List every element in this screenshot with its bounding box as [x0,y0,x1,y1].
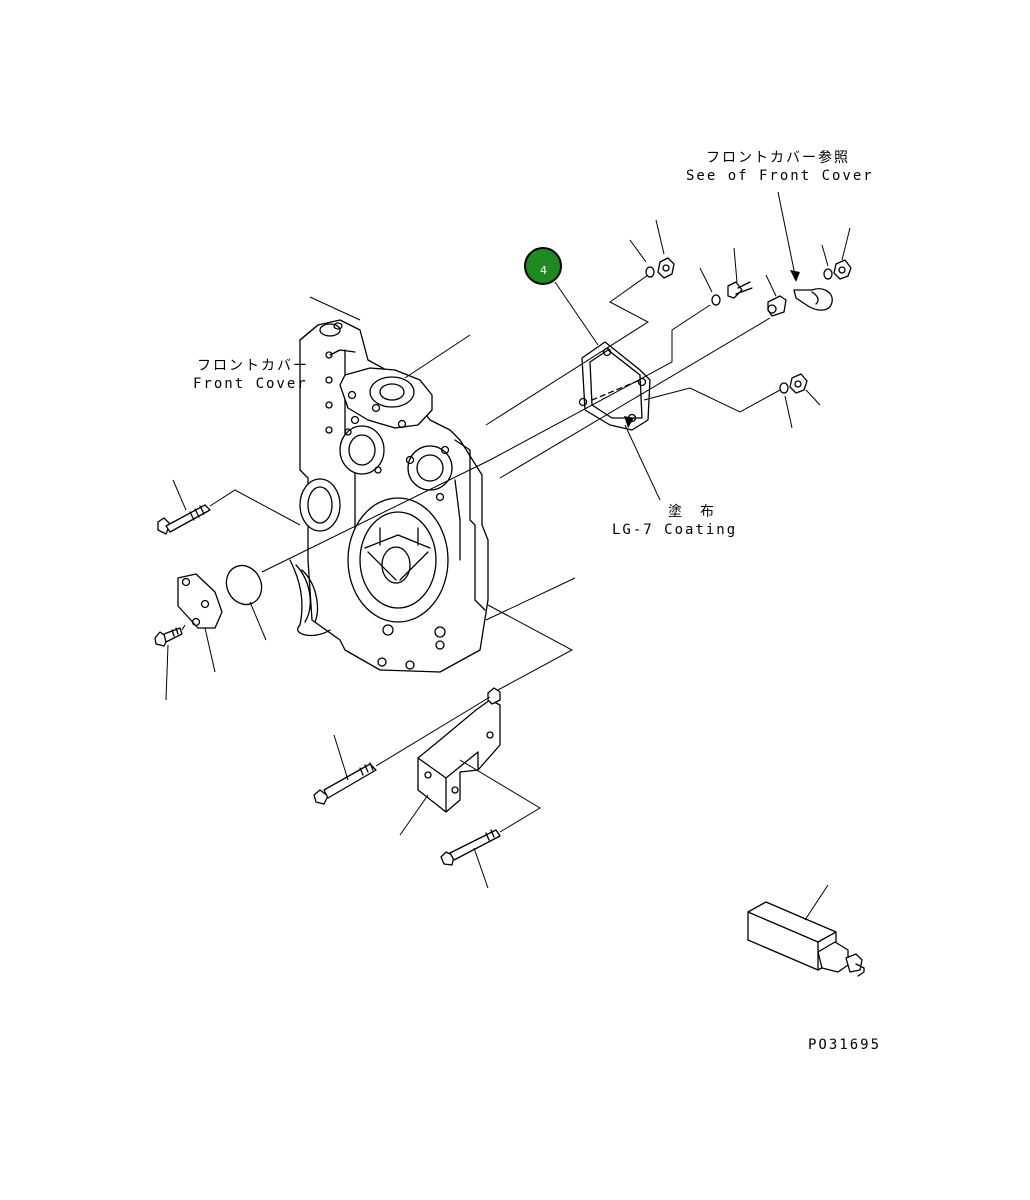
spacer [765,274,787,317]
drawing-number: PO31695 [808,1037,881,1053]
front-cover-ref-label-en: See of Front Cover [686,168,874,184]
long-bolt-lower [440,759,541,889]
bolt-small [699,247,753,306]
callout-number: 4 [540,264,547,277]
front-cover-casting [299,319,489,673]
front-cover-label-en: Front Cover [193,376,308,392]
front-cover-leader [309,296,471,379]
blanking-plate [177,573,223,673]
nut-washer-set-2 [821,227,852,280]
coating-label-jp: 塗 布 [668,503,716,520]
front-cover-ref-label-jp: フロントカバー参照 [706,149,850,166]
crank-pulley [289,559,331,637]
lower-bracket [399,687,501,836]
coating-label-en: LG-7 Coating [612,522,737,538]
bracket-leader [485,577,576,691]
sealant-tube [747,884,865,977]
hardware-leaders [485,274,781,501]
nut-washer-set-3 [779,373,821,429]
long-bolt-upper [313,696,491,805]
bolt-left-upper [157,479,301,535]
callout-4: 4 [524,247,599,346]
coating-arrow-icon [624,416,634,428]
nut-washer-set-1 [629,219,675,279]
gasket [225,459,491,641]
bolt-left-lower [154,624,186,701]
front-cover-label-jp: フロントカバー [197,358,309,374]
clamp [777,191,833,311]
cover-plate [578,341,651,431]
